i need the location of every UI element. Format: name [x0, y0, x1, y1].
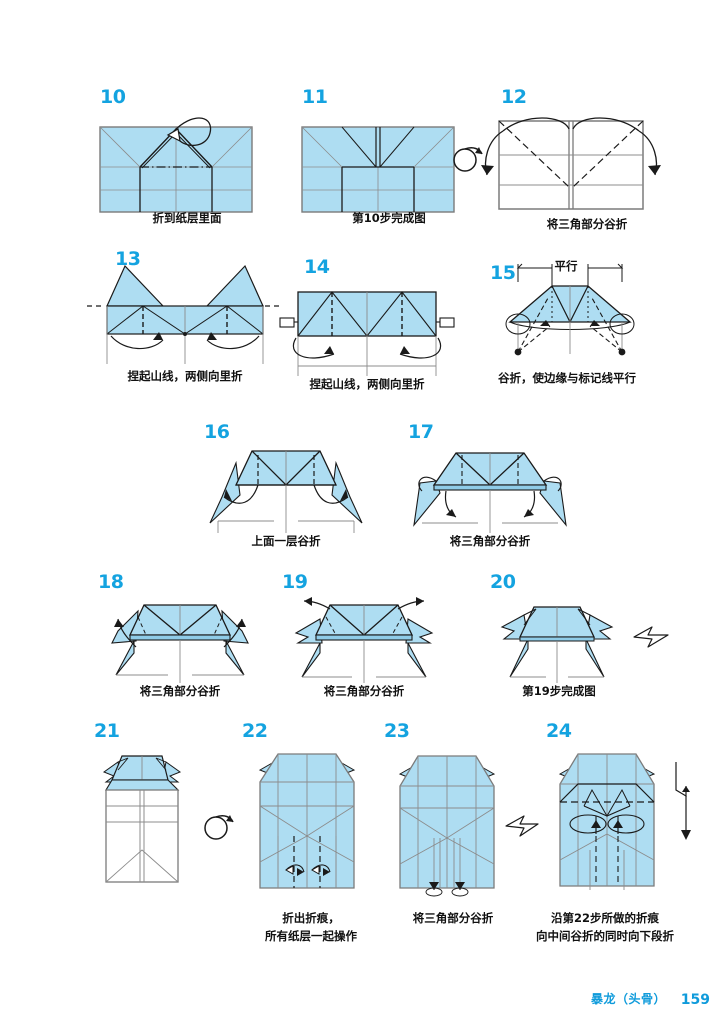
step-number-20: 20 — [490, 571, 516, 593]
page-footer: 暴龙（头骨） 159 — [0, 975, 728, 1023]
step-block-19: 19 将三角部分谷折 — [274, 571, 454, 698]
step-number-11: 11 — [302, 86, 328, 108]
step-caption-19: 将三角部分谷折 — [323, 684, 405, 698]
step-block-21: 21 — [88, 722, 248, 902]
step-number-23: 23 — [384, 720, 410, 742]
step-diagram-12 — [445, 113, 690, 223]
step-block-24: 24 — [536, 720, 700, 943]
step-number-16: 16 — [204, 421, 230, 443]
step-diagram-19 — [274, 591, 454, 691]
step-number-24: 24 — [546, 720, 572, 742]
step-diagram-24 — [540, 740, 700, 905]
step-diagram-16 — [196, 441, 376, 541]
step-number-10: 10 — [100, 86, 126, 108]
step-diagram-10 — [92, 115, 282, 220]
step-block-22: 22 — [236, 720, 386, 944]
step-number-13: 13 — [115, 248, 141, 270]
footer-page-number: 159 — [680, 992, 710, 1008]
step-diagram-23 — [378, 740, 539, 900]
step-diagram-20 — [462, 591, 672, 691]
step-block-13: 13 — [85, 250, 285, 385]
step-caption-24-line2: 向中间谷折的同时向下段折 — [536, 929, 674, 943]
step-number-17: 17 — [408, 421, 434, 443]
step-block-15: 15 — [462, 252, 672, 392]
step-caption-20: 第19步完成图 — [522, 684, 596, 698]
step-number-21: 21 — [94, 720, 120, 742]
step-block-17: 17 — [400, 421, 580, 548]
step-caption-15: 谷折，使边缘与标记线平行 — [498, 371, 636, 385]
step-diagram-21 — [88, 740, 256, 910]
step-number-18: 18 — [98, 571, 124, 593]
step-block-18: 18 将三角部分谷折 — [90, 571, 270, 698]
step-caption-14: 捏起山线，两侧向里折 — [309, 377, 425, 391]
step-block-23: 23 — [378, 720, 539, 925]
step-number-22: 22 — [242, 720, 268, 742]
step-block-12: 12 — [453, 86, 687, 238]
step-number-19: 19 — [282, 571, 308, 593]
step-block-16: 16 — [196, 421, 376, 548]
step-diagram-11 — [294, 115, 484, 220]
step-diagram-22 — [236, 740, 386, 900]
step-block-20: 20 第19步完成图 — [462, 571, 672, 698]
step-number-15: 15 — [490, 262, 516, 284]
step-caption-18: 将三角部分谷折 — [139, 684, 221, 698]
step-block-14: 14 — [272, 256, 462, 391]
step-diagram-15 — [462, 252, 672, 370]
footer-model-title: 暴龙（头骨） — [590, 992, 666, 1006]
step-diagram-13 — [85, 260, 285, 368]
step-caption-11: 第10步完成图 — [352, 211, 426, 225]
step-caption-23: 将三角部分谷折 — [412, 911, 494, 925]
step-caption-13: 捏起山线，两侧向里折 — [127, 369, 243, 383]
step-caption-12: 将三角部分谷折 — [546, 217, 628, 231]
step-number-14: 14 — [304, 256, 330, 278]
step-caption-17: 将三角部分谷折 — [449, 534, 531, 548]
step-caption-22-line1: 折出折痕， — [282, 911, 340, 925]
step-diagram-18 — [90, 591, 270, 691]
step-caption-10: 折到纸层里面 — [152, 211, 222, 225]
step-caption-22-line2: 所有纸层一起操作 — [265, 929, 357, 943]
step-diagram-17 — [400, 441, 580, 541]
step-number-12: 12 — [501, 86, 527, 108]
step-caption-24-line1: 沿第22步所做的折痕 — [550, 911, 659, 925]
step-block-11: 11 第10步完成图 — [294, 88, 484, 228]
step-caption-16: 上面一层谷折 — [251, 534, 321, 548]
step-diagram-14 — [272, 280, 462, 380]
step-block-10: 10 折到纸层里面 — [92, 88, 282, 228]
step-label-parallel-15: 平行 — [554, 259, 578, 273]
